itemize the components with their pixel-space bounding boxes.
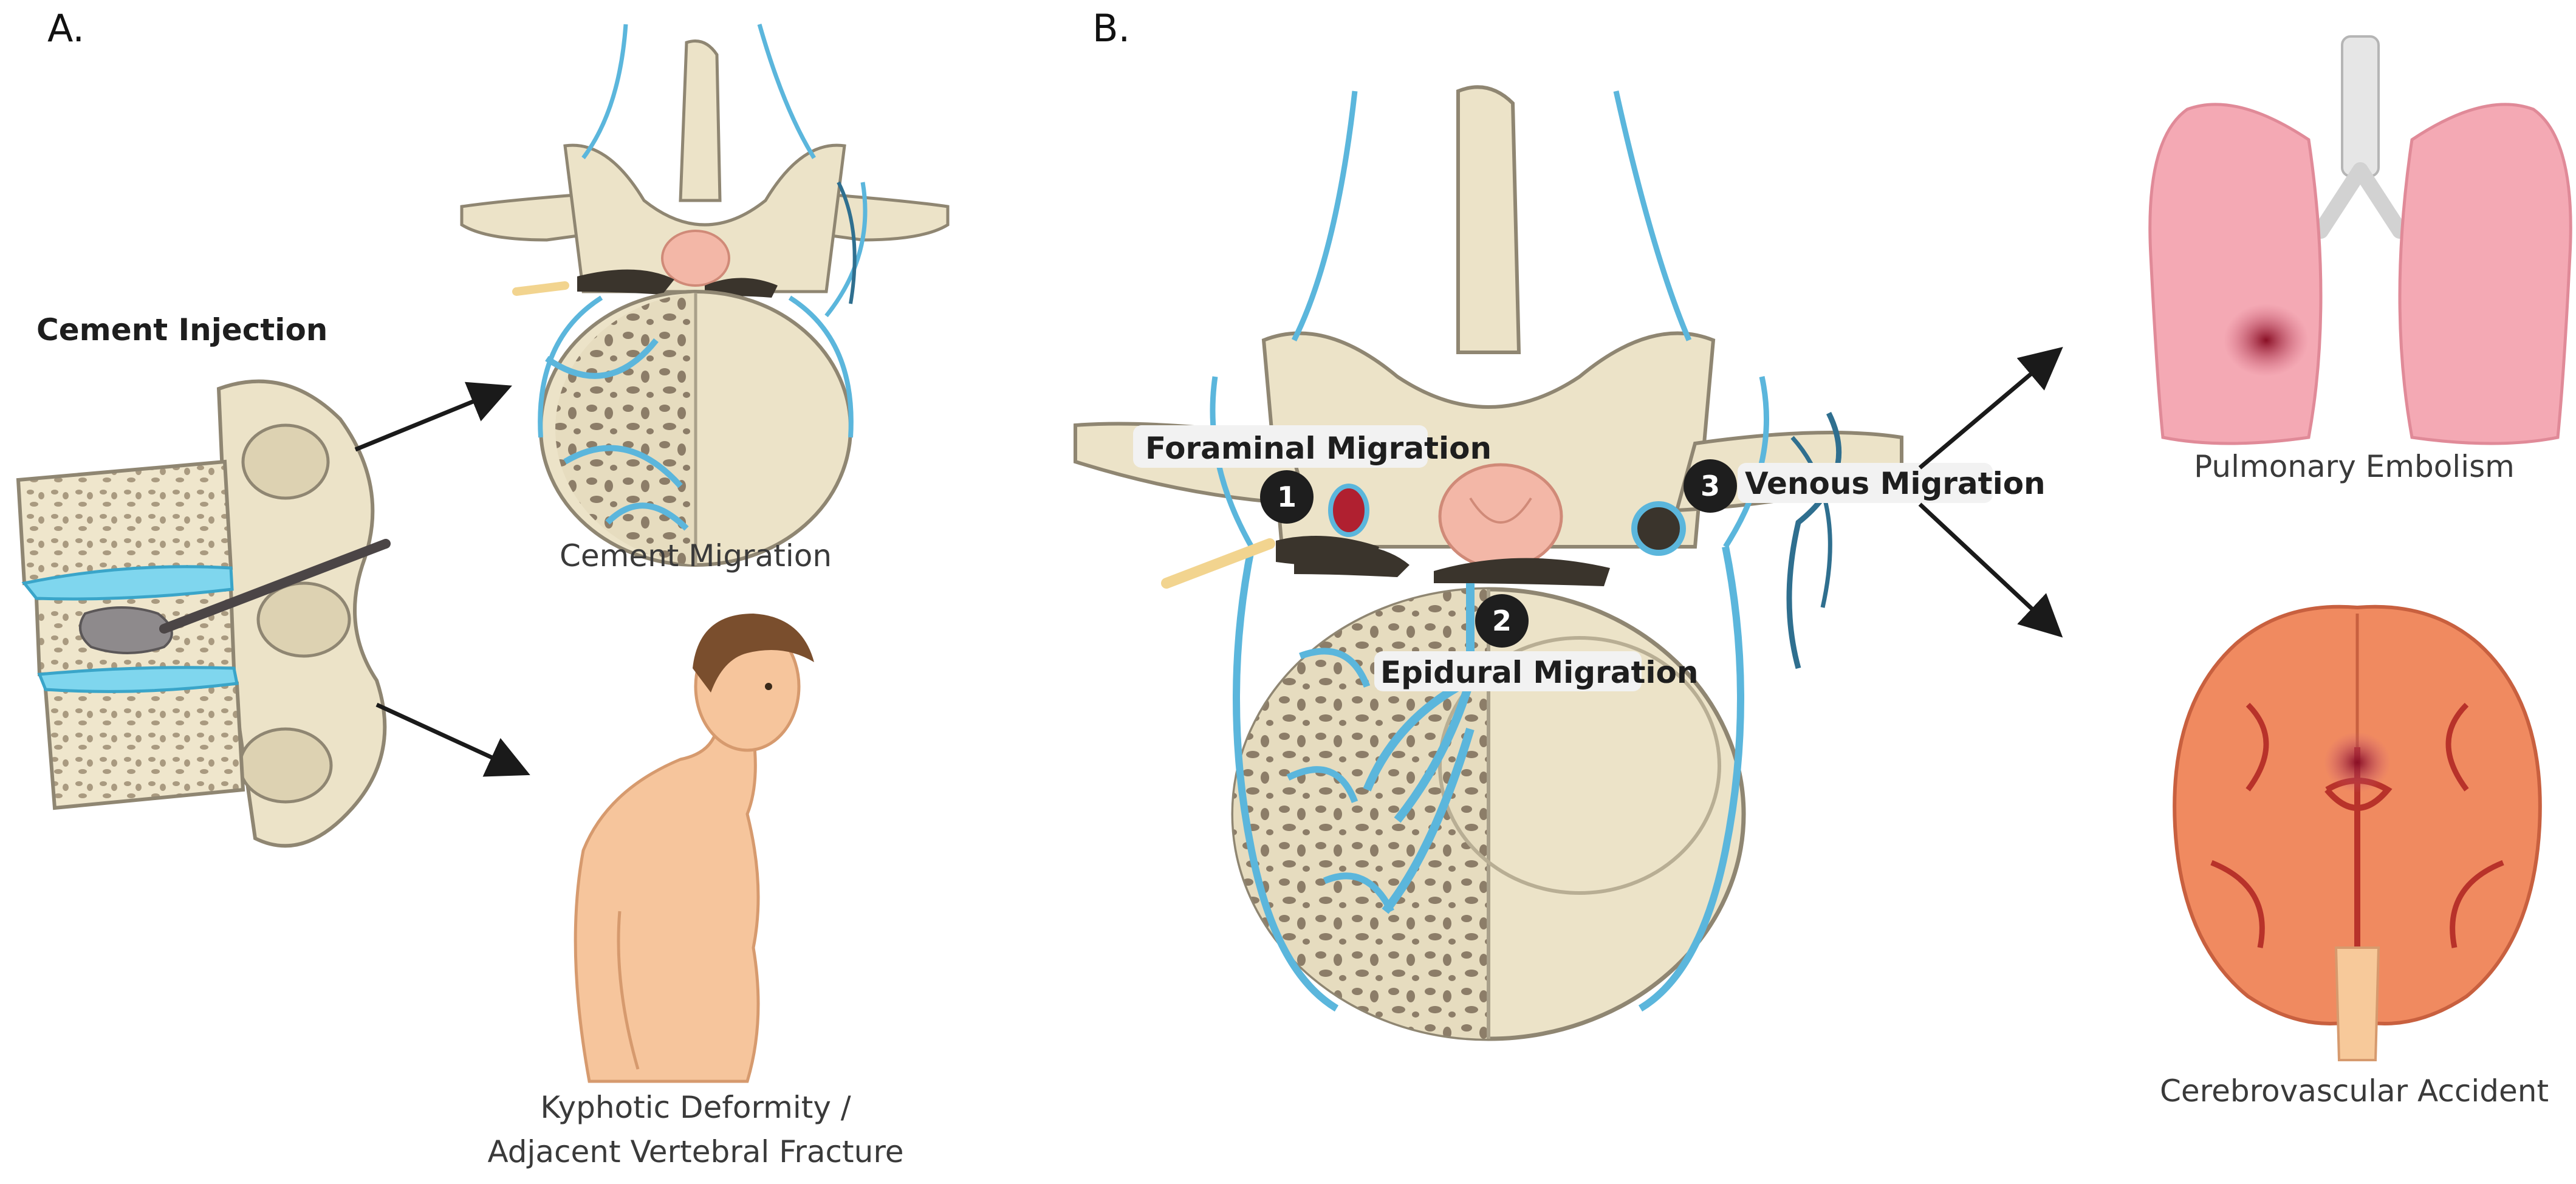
route-label: Foraminal Migration — [1145, 431, 1492, 466]
lungs-illustration — [2148, 35, 2572, 445]
route-label: Epidural Migration — [1380, 655, 1699, 690]
large-axial-vertebra — [1074, 85, 1903, 1041]
small-axial-vertebra — [460, 24, 950, 567]
route-foraminal: Foraminal Migration 1 — [1133, 425, 1492, 524]
route-venous: 3 Venous Migration — [1684, 459, 2046, 513]
panel-a-label: A. — [47, 6, 84, 50]
route-number: 3 — [1701, 470, 1720, 502]
route-epidural: 2 Epidural Migration — [1374, 594, 1699, 691]
route-number: 2 — [1492, 604, 1512, 637]
outcome-caption-stroke: Cerebrovascular Accident — [2160, 1073, 2549, 1109]
deformity-caption-line2: Adjacent Vertebral Fracture — [487, 1134, 903, 1169]
kyphotic-figure-illustration — [574, 614, 814, 1083]
route-number: 1 — [1277, 481, 1297, 513]
outcome-caption-pulmonary: Pulmonary Embolism — [2194, 449, 2515, 484]
cement-injection-label: Cement Injection — [36, 312, 327, 347]
arrow-to-cement-migration — [354, 382, 512, 452]
arrow-to-deformity — [375, 702, 530, 777]
route-label: Venous Migration — [1745, 466, 2046, 501]
brain-illustration — [2173, 604, 2542, 1061]
panel-b-label: B. — [1092, 6, 1130, 50]
lateral-spine-illustration — [16, 379, 391, 848]
cement-migration-caption: Cement Migration — [560, 538, 832, 573]
arrow-to-stroke — [1918, 502, 2063, 638]
arrow-to-pulmonary — [1918, 346, 2063, 470]
deformity-caption-line1: Kyphotic Deformity / — [540, 1090, 851, 1125]
